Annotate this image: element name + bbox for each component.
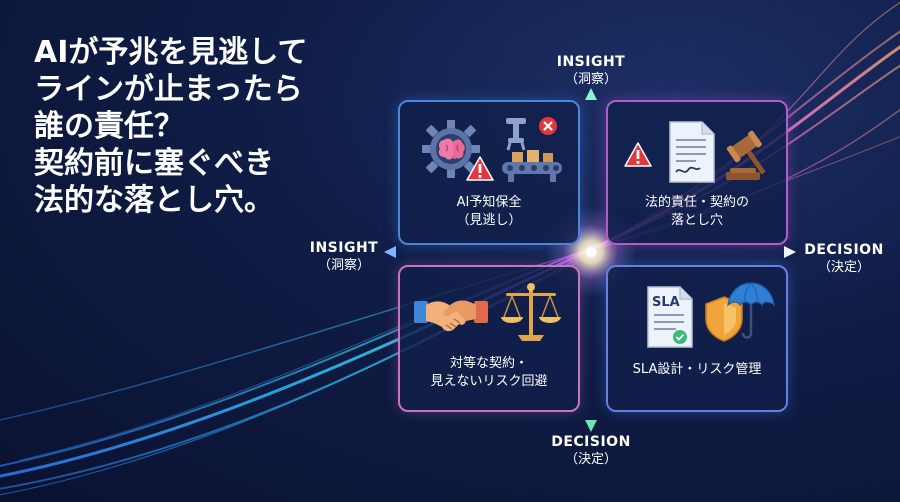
quadrant-1-label: AI予知保全 （見逃し） bbox=[400, 194, 578, 230]
quadrant-1-line-2: （見逃し） bbox=[456, 213, 522, 228]
headline-line-4: 契約前に塞ぐべき bbox=[34, 146, 274, 181]
axis-right-title: DECISION bbox=[804, 242, 884, 258]
quadrant-ai-predictive-maintenance: AI予知保全 （見逃し） bbox=[398, 100, 580, 245]
contract-document-icon bbox=[669, 121, 715, 183]
headline-line-5: 法的な落とし穴。 bbox=[34, 183, 274, 218]
axis-arrow-down bbox=[585, 420, 597, 432]
quadrant-legal-liability: 法的責任・契約の 落とし穴 bbox=[606, 100, 788, 245]
axis-right-sub: （決定） bbox=[817, 260, 870, 275]
scales-icon bbox=[501, 283, 561, 341]
axis-label-right: DECISION （決定） bbox=[794, 242, 894, 276]
axis-bottom-title: DECISION bbox=[551, 434, 631, 450]
axis-arrow-right bbox=[784, 246, 796, 258]
axis-label-left: INSIGHT （洞察） bbox=[296, 240, 392, 274]
warning-icon bbox=[624, 142, 652, 167]
quadrant-4-label: SLA設計・リスク管理 bbox=[608, 361, 786, 379]
axis-arrow-left bbox=[384, 246, 396, 258]
sla-document-icon: SLA bbox=[647, 286, 693, 348]
quadrant-2-line-1: 法的責任・契約の bbox=[644, 195, 749, 210]
gavel-icon bbox=[726, 130, 766, 180]
quadrant-3-line-2: 見えないリスク回避 bbox=[430, 374, 548, 389]
umbrella-icon bbox=[727, 282, 775, 339]
shield-icon bbox=[705, 296, 743, 342]
sla-document-text: SLA bbox=[652, 295, 680, 310]
axis-arrow-up bbox=[585, 88, 597, 100]
axis-top-sub: （洞察） bbox=[564, 72, 617, 87]
headline: AIが予兆を見逃して ラインが止まったら 誰の責任？ 契約前に塞ぐべき 法的な落… bbox=[34, 34, 334, 219]
axis-label-bottom: DECISION （決定） bbox=[536, 434, 646, 468]
quadrant-3-label: 対等な契約・ 見えないリスク回避 bbox=[400, 355, 578, 391]
robot-conveyor-icon bbox=[502, 117, 562, 182]
headline-line-3: 誰の責任？ bbox=[34, 109, 184, 144]
headline-line-2: ラインが止まったら bbox=[34, 72, 303, 107]
axis-left-title: INSIGHT bbox=[309, 240, 379, 256]
quadrant-4-line-1: SLA設計・リスク管理 bbox=[632, 362, 762, 377]
handshake-icon bbox=[414, 300, 488, 332]
gear-brain-icon bbox=[422, 120, 480, 178]
quadrant-sla-risk-management: SLA SLA設計・リスク管理 bbox=[606, 265, 788, 412]
axis-bottom-sub: （決定） bbox=[564, 452, 617, 467]
warning-icon bbox=[466, 156, 494, 181]
quadrant-2-label: 法的責任・契約の 落とし穴 bbox=[608, 194, 786, 230]
axis-left-sub: （洞察） bbox=[317, 258, 370, 273]
quadrant-2-line-2: 落とし穴 bbox=[670, 213, 723, 228]
headline-line-1: AIが予兆を見逃して bbox=[34, 35, 308, 70]
quadrant-fair-contract: 対等な契約・ 見えないリスク回避 bbox=[398, 265, 580, 412]
axis-label-top: INSIGHT （洞察） bbox=[541, 54, 641, 88]
quadrant-1-line-1: AI予知保全 bbox=[456, 195, 522, 210]
quadrant-3-line-1: 対等な契約・ bbox=[449, 356, 528, 371]
axis-top-title: INSIGHT bbox=[556, 54, 626, 70]
